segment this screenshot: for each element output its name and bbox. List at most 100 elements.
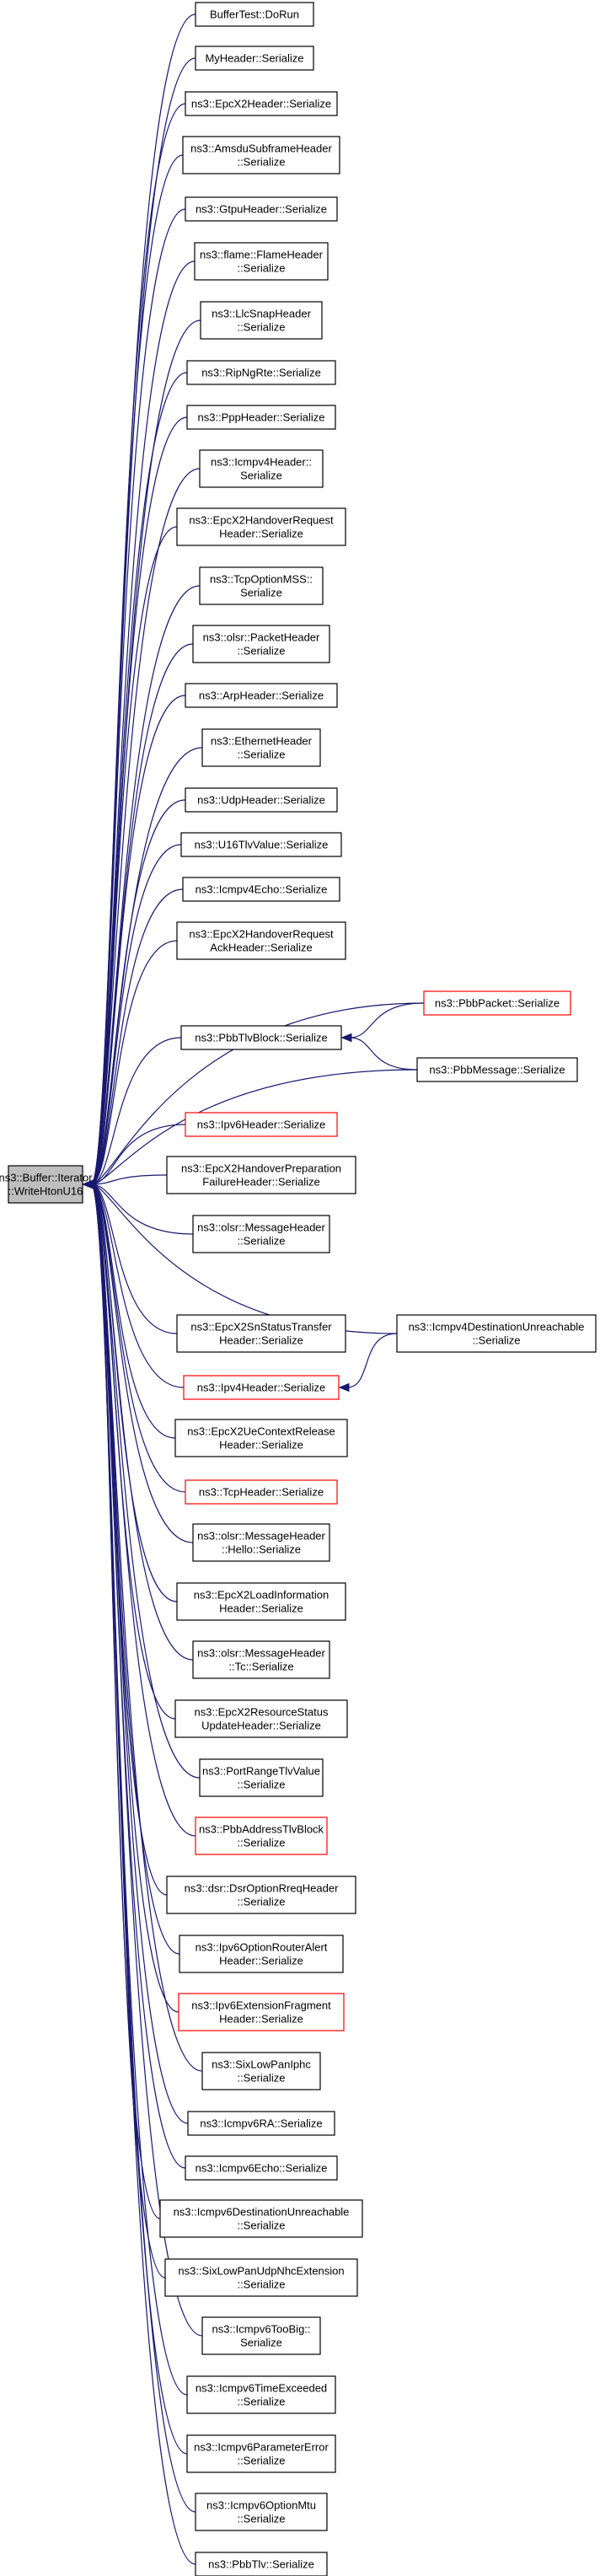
- node-label: Header::Serialize: [219, 528, 303, 540]
- edge-n44-to-root: [82, 1179, 196, 2513]
- node-ns3-olsr-packetheader-serialize[interactable]: ns3::olsr::PacketHeader::Serialize: [192, 625, 330, 663]
- node-ns3-epcx2uecontextreleaseheader-serialize[interactable]: ns3::EpcX2UeContextReleaseHeader::Serial…: [174, 1419, 348, 1457]
- node-ns3-olsr-messageheader-tc-serialize[interactable]: ns3::olsr::MessageHeader::Tc::Serialize: [192, 1640, 330, 1679]
- edge-n6-to-root: [82, 319, 201, 1189]
- node-ns3-olsr-messageheader-serialize[interactable]: ns3::olsr::MessageHeader::Serialize: [192, 1215, 330, 1253]
- node-label: ::WriteHtonU16: [8, 1185, 83, 1198]
- node-box: [8, 1165, 83, 1204]
- node-label: ns3::Ipv6ExtensionFragment: [191, 1999, 331, 2012]
- node-ns3-pbbtlvblock-serialize[interactable]: ns3::PbbTlvBlock::Serialize: [180, 1025, 342, 1050]
- node-ns3-udpheader-serialize[interactable]: ns3::UdpHeader::Serialize: [185, 787, 338, 813]
- node-ns3-ripngrte-serialize[interactable]: ns3::RipNgRte::Serialize: [186, 360, 336, 385]
- node-label: Header::Serialize: [219, 1334, 303, 1347]
- node-label: ns3::EthernetHeader: [211, 735, 313, 748]
- node-ns3-epcx2loadinformationheader-serialize[interactable]: ns3::EpcX2LoadInformationHeader::Seriali…: [176, 1582, 346, 1621]
- node-box: [182, 877, 340, 902]
- node-label: ::Serialize: [237, 1235, 285, 1248]
- node-label: ns3::PbbPacket::Serialize: [435, 997, 560, 1010]
- node-box: [185, 2155, 338, 2181]
- node-label: ::Serialize: [237, 262, 285, 275]
- node-ns3-ipv6optionrouteralertheader-serialize[interactable]: ns3::Ipv6OptionRouterAlertHeader::Serial…: [179, 1935, 344, 1973]
- node-box: [186, 2375, 336, 2414]
- node-box: [185, 1112, 338, 1137]
- node-box: [176, 507, 346, 546]
- node-myheader-serialize[interactable]: MyHeader::Serialize: [195, 46, 314, 71]
- node-ns3-epcx2snstatustransferheader-serialize[interactable]: ns3::EpcX2SnStatusTransferHeader::Serial…: [176, 1314, 346, 1353]
- node-ns3-tcpheader-serialize[interactable]: ns3::TcpHeader::Serialize: [185, 1479, 338, 1505]
- node-ns3-llcsnapheader-serialize[interactable]: ns3::LlcSnapHeader::Serialize: [200, 301, 323, 340]
- node-ns3-icmpv6destinationunreachable-serialize[interactable]: ns3::Icmpv6DestinationUnreachable::Seria…: [159, 2199, 363, 2238]
- node-label: ::Serialize: [237, 1837, 285, 1849]
- node-ns3-pbbtlv-serialize[interactable]: ns3::PbbTlv::Serialize: [195, 2552, 328, 2576]
- node-label: ns3::UdpHeader::Serialize: [197, 794, 325, 807]
- node-label: ns3::PbbTlvBlock::Serialize: [195, 1032, 328, 1044]
- node-ns3-olsr-messageheader-hello-serialize[interactable]: ns3::olsr::MessageHeader::Hello::Seriali…: [192, 1523, 330, 1562]
- node-buffertest-dorun[interactable]: BufferTest::DoRun: [195, 2, 314, 27]
- node-ns3-ipv6extensionfragmentheader-serialize[interactable]: ns3::Ipv6ExtensionFragmentHeader::Serial…: [178, 1993, 345, 2031]
- node-box: [183, 1375, 340, 1400]
- edge-n40-to-root: [82, 1179, 166, 2278]
- node-label: ns3::RipNgRte::Serialize: [201, 367, 321, 379]
- node-label: ns3::SixLowPanUdpNhcExtension: [178, 2265, 344, 2278]
- edge-n11-to-root: [82, 585, 201, 1189]
- node-ns3-icmpv4echo-serialize[interactable]: ns3::Icmpv4Echo::Serialize: [182, 877, 340, 902]
- node-box: [178, 1993, 345, 2031]
- node-box: [201, 2052, 321, 2090]
- node-ns3-ipv6header-serialize[interactable]: ns3::Ipv6Header::Serialize: [185, 1112, 338, 1137]
- node-label: ns3::olsr::MessageHeader: [197, 1647, 325, 1660]
- node-label: ns3::Ipv4Header::Serialize: [197, 1382, 325, 1394]
- node-label: ::Serialize: [237, 321, 285, 334]
- node-ns3-pppheader-serialize[interactable]: ns3::PppHeader::Serialize: [186, 405, 336, 430]
- node-label: ns3::olsr::MessageHeader: [197, 1530, 325, 1543]
- node-box: [199, 1758, 324, 1797]
- node-box: [176, 921, 346, 960]
- node-ns3-sixlowpaniphc-serialize[interactable]: ns3::SixLowPanIphc::Serialize: [201, 2052, 321, 2090]
- edge-n4-to-root: [82, 208, 186, 1189]
- node-box: [174, 1699, 348, 1738]
- node-label: ns3::PppHeader::Serialize: [197, 411, 324, 424]
- node-box: [185, 196, 338, 222]
- node-box: [185, 683, 338, 708]
- node-label: ::Serialize: [237, 2455, 285, 2467]
- node-box: [195, 2, 314, 27]
- node-label: ns3::olsr::PacketHeader: [203, 631, 320, 644]
- node-label: ns3::flame::FlameHeader: [200, 249, 324, 261]
- node-ns3-epcx2handoverrequestheader-serialize[interactable]: ns3::EpcX2HandoverRequestHeader::Seriali…: [176, 507, 346, 546]
- node-ns3-epcx2handoverrequestackheader-serialize[interactable]: ns3::EpcX2HandoverRequestAckHeader::Seri…: [176, 921, 346, 960]
- node-ns3-sixlowpanudpnhcextension-serialize[interactable]: ns3::SixLowPanUdpNhcExtension::Serialize: [164, 2258, 358, 2297]
- node-box: [159, 2199, 363, 2238]
- node-ns3-amsdusubframeheader-serialize[interactable]: ns3::AmsduSubframeHeader::Serialize: [182, 136, 340, 174]
- node-box: [176, 1314, 346, 1353]
- node-ns3-portrangetlvvalue-serialize[interactable]: ns3::PortRangeTlvValue::Serialize: [199, 1758, 324, 1797]
- node-ns3-ethernetheader-serialize[interactable]: ns3::EthernetHeader::Serialize: [201, 728, 321, 767]
- node-label: ns3::Icmpv6ParameterError: [194, 2441, 329, 2454]
- node-ns3-icmpv4header-serialize[interactable]: ns3::Icmpv4Header::Serialize: [199, 449, 324, 488]
- node-ns3-u16tlvvalue-serialize[interactable]: ns3::U16TlvValue::Serialize: [180, 832, 342, 857]
- node-ns3-epcx2handoverpreparationfailureheader-serialize[interactable]: ns3::EpcX2HandoverPreparationFailureHead…: [166, 1156, 356, 1194]
- node-ns3-icmpv6toobig-serialize[interactable]: ns3::Icmpv6TooBig::Serialize: [201, 2316, 321, 2355]
- node-ns3-icmpv6ra-serialize[interactable]: ns3::Icmpv6RA::Serialize: [187, 2111, 335, 2136]
- node-ns3-icmpv6timeexceeded-serialize[interactable]: ns3::Icmpv6TimeExceeded::Serialize: [186, 2375, 336, 2414]
- node-ns3-icmpv6parametererror-serialize[interactable]: ns3::Icmpv6ParameterError::Serialize: [186, 2434, 336, 2473]
- node-ns3-icmpv6echo-serialize[interactable]: ns3::Icmpv6Echo::Serialize: [185, 2155, 338, 2181]
- node-ns3-pbbpacket-serialize[interactable]: ns3::PbbPacket::Serialize: [423, 990, 571, 1016]
- node-ns3-ipv4header-serialize[interactable]: ns3::Ipv4Header::Serialize: [183, 1375, 340, 1400]
- node-label: ns3::EpcX2Header::Serialize: [191, 98, 331, 110]
- edge-r2-to-n19: [340, 1033, 418, 1071]
- node-ns3-pbbmessage-serialize[interactable]: ns3::PbbMessage::Serialize: [416, 1057, 578, 1082]
- node-ns3-buffer-iterator-writehtonu16[interactable]: ns3::Buffer::Iterator::WriteHtonU16: [0, 1165, 93, 1204]
- node-ns3-pbbaddresstlvblock-serialize[interactable]: ns3::PbbAddressTlvBlock::Serialize: [195, 1817, 328, 1855]
- node-ns3-epcx2header-serialize[interactable]: ns3::EpcX2Header::Serialize: [185, 91, 338, 116]
- node-ns3-tcpoptionmss-serialize[interactable]: ns3::TcpOptionMSS::Serialize: [199, 566, 324, 605]
- node-ns3-arpheader-serialize[interactable]: ns3::ArpHeader::Serialize: [185, 683, 338, 708]
- node-label: ns3::EpcX2SnStatusTransfer: [190, 1321, 332, 1334]
- node-ns3-icmpv4destinationunreachable-serialize[interactable]: ns3::Icmpv4DestinationUnreachable::Seria…: [396, 1314, 597, 1353]
- node-ns3-epcx2resourcestatusupdateheader-serialize[interactable]: ns3::EpcX2ResourceStatusUpdateHeader::Se…: [174, 1699, 348, 1738]
- node-label: ::Serialize: [237, 2396, 285, 2408]
- node-ns3-gtpuheader-serialize[interactable]: ns3::GtpuHeader::Serialize: [185, 196, 338, 222]
- node-box: [199, 566, 324, 605]
- node-ns3-icmpv6optionmtu-serialize[interactable]: ns3::Icmpv6OptionMtu::Serialize: [195, 2493, 328, 2531]
- node-ns3-dsr-dsroptionrreqheader-serialize[interactable]: ns3::dsr::DsrOptionRreqHeader::Serialize: [166, 1876, 356, 1914]
- node-ns3-flame-flameheader-serialize[interactable]: ns3::flame::FlameHeader::Serialize: [194, 242, 329, 281]
